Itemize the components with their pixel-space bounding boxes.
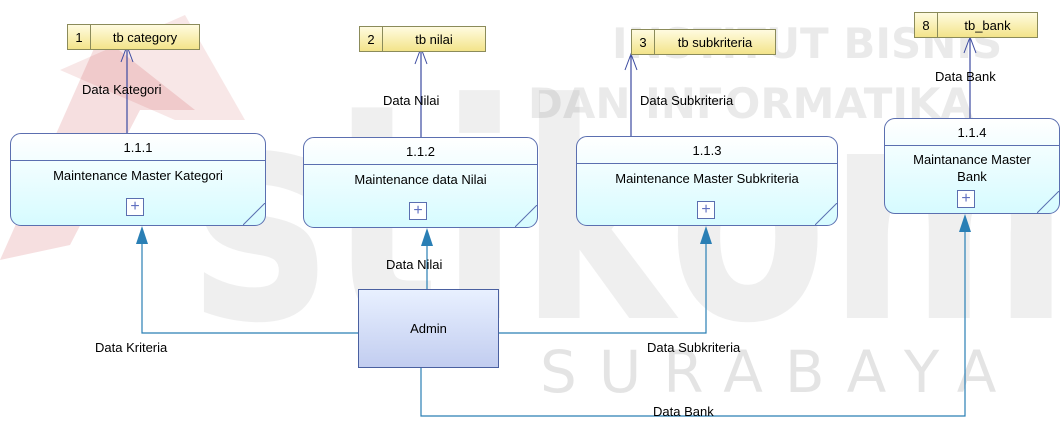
datastore-name: tb subkriteria <box>677 34 753 50</box>
expand-plus-icon[interactable]: + <box>697 201 715 219</box>
expand-plus-icon[interactable]: + <box>126 198 144 216</box>
corner-fold-icon <box>815 203 837 225</box>
watermark-city: SURABAYA <box>540 338 1018 406</box>
datastore-number: 8 <box>915 13 938 37</box>
corner-fold-icon <box>243 203 265 225</box>
process-1-1-2[interactable]: 1.1.2 Maintenance data Nilai + <box>303 137 538 228</box>
process-id: 1.1.1 <box>11 134 265 161</box>
process-1-1-4[interactable]: 1.1.4 Maintanance Master Bank + <box>884 118 1060 214</box>
flow-admin-p4 <box>420 214 971 417</box>
flow-label-data-kriteria: Data Kriteria <box>95 340 168 355</box>
flow-label-data-nilai-top: Data Nilai <box>383 93 440 108</box>
datastore-number: 2 <box>360 27 383 51</box>
datastore-name: tb category <box>112 29 178 45</box>
flow-label-data-kategori: Data Kategori <box>82 82 162 97</box>
external-entity-admin[interactable]: Admin <box>358 289 499 368</box>
datastore-number: 3 <box>632 30 655 54</box>
process-id: 1.1.4 <box>885 119 1059 146</box>
process-1-1-1[interactable]: 1.1.1 Maintenance Master Kategori + <box>10 133 266 226</box>
process-title: Maintenance Master Subkriteria <box>615 171 799 186</box>
expand-plus-icon[interactable]: + <box>409 202 427 220</box>
flow-label-data-subkriteria: Data Subkriteria <box>647 340 741 355</box>
process-id: 1.1.3 <box>577 137 837 164</box>
datastore-tb-bank[interactable]: 8 tb_bank <box>914 12 1038 38</box>
datastore-tb-category[interactable]: 1 tb category <box>67 24 200 50</box>
datastore-tb-nilai[interactable]: 2 tb nilai <box>359 26 486 52</box>
flow-p3-ds3 <box>624 52 638 136</box>
flow-label-data-nilai: Data Nilai <box>386 257 443 272</box>
process-title: Maintanance Master Bank <box>913 152 1031 184</box>
flow-admin-p1 <box>136 226 358 334</box>
datastore-number: 1 <box>68 25 91 49</box>
flow-label-data-subkriteria-top: Data Subkriteria <box>640 93 734 108</box>
entity-name: Admin <box>410 321 447 336</box>
process-id: 1.1.2 <box>304 138 537 165</box>
datastore-name: tb nilai <box>415 31 453 47</box>
process-title: Maintenance Master Kategori <box>53 168 223 183</box>
flow-label-data-bank-top: Data Bank <box>935 69 996 84</box>
process-1-1-3[interactable]: 1.1.3 Maintenance Master Subkriteria + <box>576 136 838 226</box>
expand-plus-icon[interactable]: + <box>957 190 975 208</box>
datastore-name: tb_bank <box>964 17 1011 33</box>
flow-label-data-bank: Data Bank <box>653 404 714 419</box>
corner-fold-icon <box>515 205 537 227</box>
flow-admin-p2 <box>421 228 433 289</box>
datastore-tb-subkriteria[interactable]: 3 tb subkriteria <box>631 29 776 55</box>
process-title: Maintenance data Nilai <box>354 172 487 187</box>
corner-fold-icon <box>1037 191 1059 213</box>
flow-admin-p3 <box>499 226 712 334</box>
